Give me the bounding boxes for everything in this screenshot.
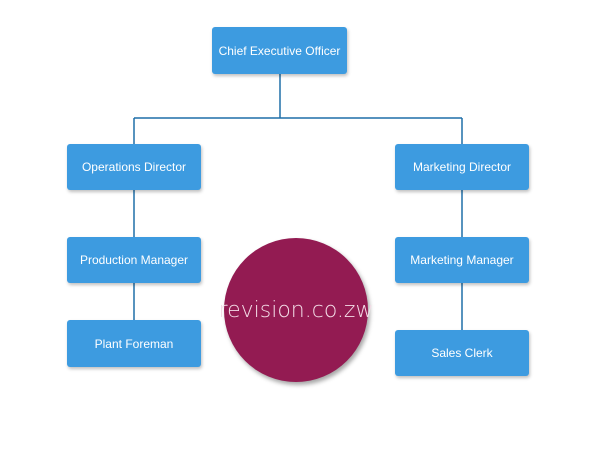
node-operations-director: Operations Director [67, 144, 201, 190]
node-chief-executive-officer: Chief Executive Officer [212, 27, 347, 74]
node-label: Plant Foreman [94, 336, 174, 351]
node-label: Marketing Manager [410, 253, 514, 267]
node-label: Marketing Director [412, 160, 512, 174]
node-label: Chief Executive Officer [218, 43, 341, 58]
node-production-manager: Production Manager [67, 237, 201, 283]
node-label: Operations Director [81, 160, 187, 174]
node-plant-foreman: Plant Foreman [67, 320, 201, 367]
node-label: Sales Clerk [431, 346, 493, 360]
watermark-text: revision.co.zw [218, 297, 374, 323]
node-marketing-manager: Marketing Manager [395, 237, 529, 283]
node-marketing-director: Marketing Director [395, 144, 529, 190]
watermark-circle: revision.co.zw [219, 238, 373, 382]
node-label: Production Manager [79, 253, 189, 267]
node-sales-clerk: Sales Clerk [395, 330, 529, 376]
